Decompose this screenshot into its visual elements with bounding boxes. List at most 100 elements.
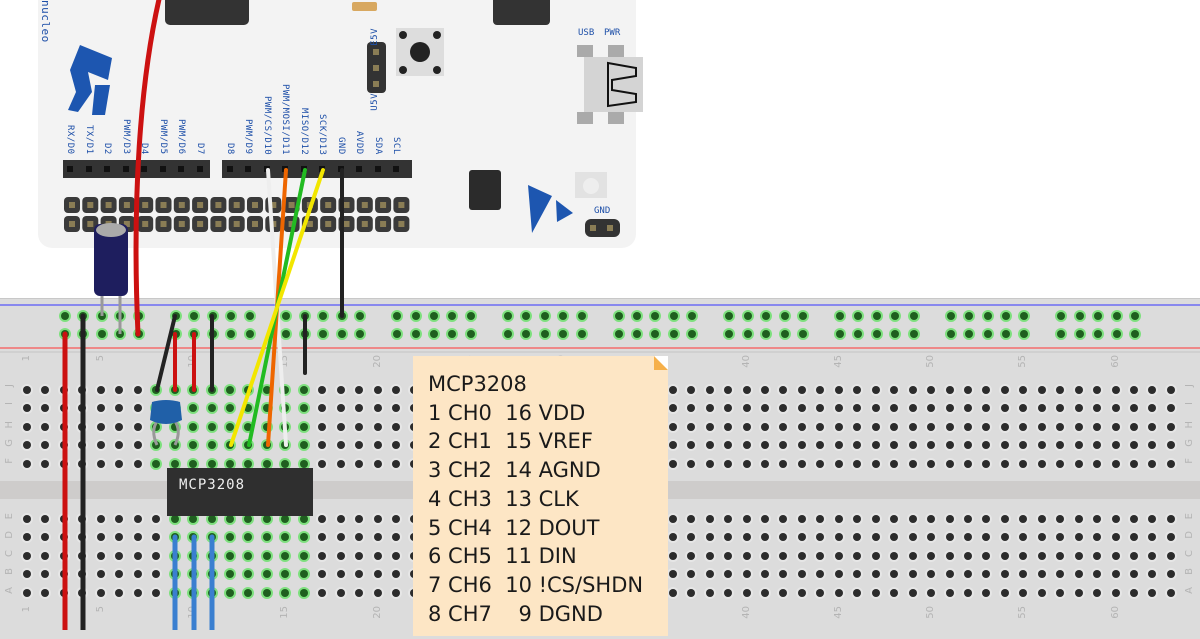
breadboard-hole[interactable] (724, 589, 733, 597)
breadboard-hole[interactable] (982, 533, 991, 541)
breadboard-hole[interactable] (799, 312, 807, 320)
breadboard-hole[interactable] (1166, 589, 1175, 597)
breadboard-hole[interactable] (430, 330, 438, 338)
breadboard-hole[interactable] (761, 515, 769, 523)
breadboard-hole[interactable] (23, 386, 31, 394)
breadboard-hole[interactable] (963, 515, 972, 523)
breadboard-hole[interactable] (1037, 441, 1046, 449)
breadboard-hole[interactable] (982, 460, 991, 468)
breadboard-hole[interactable] (1148, 386, 1157, 394)
breadboard-hole[interactable] (854, 312, 863, 320)
breadboard-hole[interactable] (393, 330, 402, 338)
breadboard-hole[interactable] (963, 386, 972, 394)
breadboard-hole[interactable] (890, 515, 899, 523)
breadboard-hole[interactable] (41, 589, 50, 597)
breadboard-hole[interactable] (392, 589, 400, 597)
breadboard-hole[interactable] (318, 570, 327, 578)
breadboard-hole[interactable] (779, 423, 788, 431)
breadboard-hole[interactable] (1148, 589, 1157, 597)
breadboard-hole[interactable] (1148, 404, 1157, 412)
breadboard-hole[interactable] (982, 404, 991, 412)
breadboard-hole[interactable] (430, 312, 438, 320)
breadboard-hole[interactable] (299, 589, 308, 597)
breadboard-hole[interactable] (779, 386, 788, 394)
breadboard-hole[interactable] (373, 552, 382, 560)
breadboard-hole[interactable] (835, 330, 844, 338)
breadboard-hole[interactable] (355, 441, 364, 449)
breadboard-hole[interactable] (983, 312, 992, 320)
breadboard-hole[interactable] (834, 570, 843, 578)
breadboard-hole[interactable] (23, 460, 31, 468)
breadboard-hole[interactable] (392, 460, 400, 468)
breadboard-hole[interactable] (115, 533, 124, 541)
breadboard-hole[interactable] (1166, 404, 1175, 412)
breadboard-hole[interactable] (411, 312, 420, 320)
breadboard-hole[interactable] (945, 589, 954, 597)
breadboard-hole[interactable] (23, 515, 31, 523)
usb-connector[interactable] (577, 45, 643, 124)
breadboard-hole[interactable] (668, 533, 677, 541)
breadboard-hole[interactable] (724, 570, 733, 578)
breadboard-hole[interactable] (23, 533, 31, 541)
breadboard-hole[interactable] (41, 441, 50, 449)
breadboard-hole[interactable] (614, 330, 623, 338)
breadboard-hole[interactable] (41, 404, 50, 412)
breadboard-hole[interactable] (853, 404, 862, 412)
breadboard-hole[interactable] (853, 441, 862, 449)
breadboard-hole[interactable] (133, 533, 142, 541)
breadboard-hole[interactable] (133, 423, 142, 431)
breadboard-hole[interactable] (262, 460, 271, 468)
breadboard-hole[interactable] (1037, 386, 1046, 394)
breadboard-hole[interactable] (797, 589, 806, 597)
breadboard-hole[interactable] (262, 533, 271, 541)
breadboard-hole[interactable] (1093, 404, 1102, 412)
breadboard-hole[interactable] (780, 312, 789, 320)
breadboard-hole[interactable] (909, 312, 918, 320)
breadboard-hole[interactable] (687, 533, 696, 541)
breadboard-hole[interactable] (23, 552, 31, 560)
breadboard-hole[interactable] (281, 515, 290, 523)
breadboard-hole[interactable] (41, 552, 50, 560)
breadboard-hole[interactable] (356, 330, 365, 338)
breadboard-hole[interactable] (392, 570, 400, 578)
breadboard-hole[interactable] (133, 552, 142, 560)
breadboard-hole[interactable] (1130, 533, 1138, 541)
breadboard-hole[interactable] (1111, 589, 1120, 597)
breadboard-hole[interactable] (1056, 460, 1065, 468)
breadboard-hole[interactable] (392, 552, 400, 560)
breadboard-hole[interactable] (262, 404, 271, 412)
breadboard-hole[interactable] (761, 441, 769, 449)
breadboard-hole[interactable] (1131, 330, 1140, 338)
breadboard-hole[interactable] (725, 312, 734, 320)
breadboard-hole[interactable] (724, 386, 733, 394)
breadboard-hole[interactable] (115, 552, 124, 560)
breadboard-hole[interactable] (373, 515, 382, 523)
breadboard-hole[interactable] (319, 330, 328, 338)
breadboard-hole[interactable] (963, 460, 972, 468)
breadboard-hole[interactable] (1148, 441, 1157, 449)
breadboard-hole[interactable] (1075, 330, 1084, 338)
breadboard-hole[interactable] (1130, 552, 1138, 560)
breadboard-hole[interactable] (281, 589, 290, 597)
breadboard-hole[interactable] (1074, 441, 1083, 449)
breadboard-hole[interactable] (355, 460, 364, 468)
breadboard-hole[interactable] (890, 404, 899, 412)
breadboard-hole[interactable] (1148, 570, 1157, 578)
breadboard-hole[interactable] (742, 404, 751, 412)
breadboard-hole[interactable] (687, 589, 696, 597)
breadboard-hole[interactable] (816, 515, 825, 523)
breadboard-hole[interactable] (503, 312, 512, 320)
breadboard-hole[interactable] (797, 441, 806, 449)
breadboard-hole[interactable] (41, 515, 50, 523)
breadboard-hole[interactable] (724, 515, 733, 523)
breadboard-hole[interactable] (1019, 441, 1028, 449)
breadboard-hole[interactable] (392, 386, 400, 394)
breadboard-hole[interactable] (336, 441, 345, 449)
breadboard-hole[interactable] (318, 589, 327, 597)
breadboard-hole[interactable] (1093, 552, 1102, 560)
breadboard-hole[interactable] (705, 423, 714, 431)
breadboard-hole[interactable] (133, 460, 142, 468)
breadboard-hole[interactable] (927, 515, 936, 523)
breadboard-hole[interactable] (945, 386, 954, 394)
breadboard-hole[interactable] (1019, 423, 1028, 431)
